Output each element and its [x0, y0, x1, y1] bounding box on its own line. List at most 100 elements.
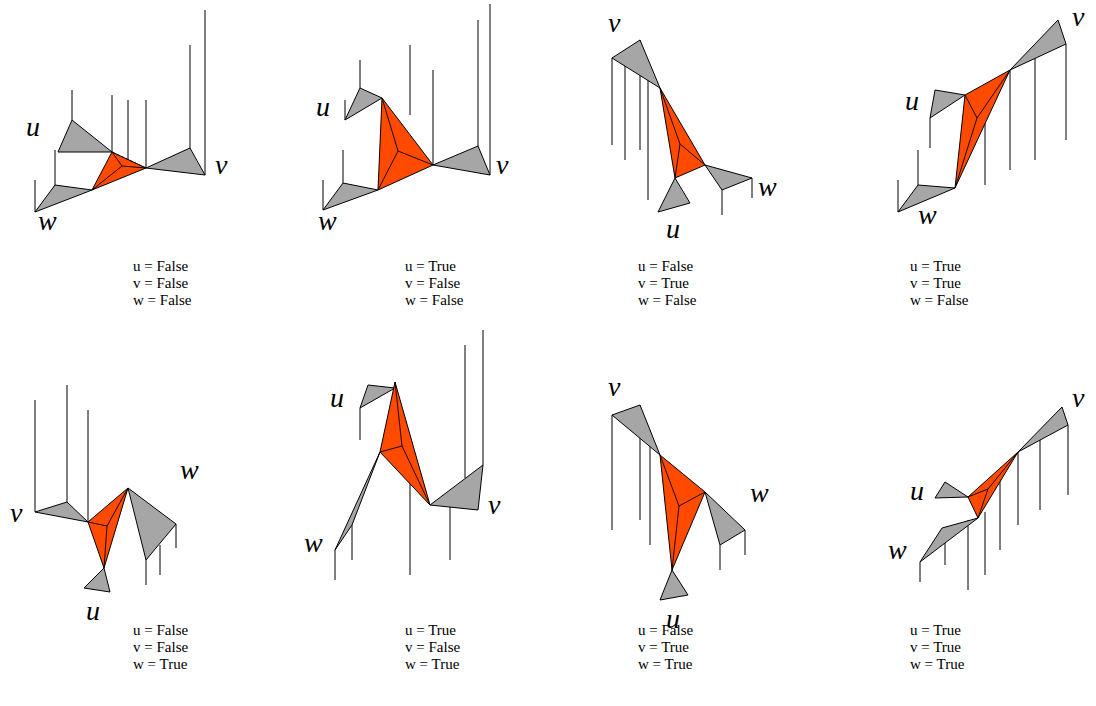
- orange-triangle: [378, 98, 433, 190]
- assignment-caption-box: u = False: [133, 622, 188, 639]
- grey-triangle: [705, 165, 752, 190]
- assignment-caption-box: v = True: [910, 639, 961, 656]
- assignment-caption-box: v = True: [638, 639, 689, 656]
- variable-label: v: [496, 149, 508, 180]
- assignment-caption: v = False: [133, 275, 188, 291]
- grey-triangle: [430, 465, 483, 510]
- variable-label-box: u: [316, 92, 330, 122]
- orange-triangle: [660, 88, 705, 178]
- variable-label: v: [1072, 382, 1084, 413]
- variable-label: v: [488, 489, 500, 520]
- grey-triangle: [128, 488, 176, 560]
- assignment-caption-box: v = False: [133, 275, 188, 292]
- grey-triangle: [433, 146, 490, 175]
- assignment-caption-box: w = True: [133, 656, 187, 673]
- assignment-caption-box: v = False: [133, 639, 188, 656]
- variable-label-box: u: [905, 86, 919, 116]
- grey-triangle: [58, 120, 112, 152]
- assignment-caption: w = True: [133, 656, 187, 672]
- gadget-panel: [35, 10, 205, 212]
- assignment-caption: v = False: [405, 639, 460, 655]
- grey-triangle: [660, 570, 688, 600]
- grey-triangle: [920, 518, 978, 562]
- vertical-line: [335, 330, 483, 580]
- assignment-caption-box: v = True: [910, 275, 961, 292]
- variable-label: w: [304, 527, 323, 558]
- vertical-line: [920, 425, 1068, 590]
- assignment-caption-box: u = True: [405, 258, 456, 275]
- variable-label: w: [918, 199, 937, 230]
- orange-triangle: [88, 488, 128, 568]
- variable-label-box: v: [608, 372, 620, 402]
- assignment-caption: w = False: [910, 292, 968, 308]
- variable-label: w: [180, 454, 199, 485]
- variable-label: w: [318, 205, 337, 236]
- inner-edge: [955, 70, 1010, 188]
- orange-triangle: [955, 70, 1010, 188]
- assignment-caption: u = True: [910, 258, 961, 274]
- orange-triangle: [380, 382, 430, 505]
- grey-triangle: [1018, 407, 1068, 452]
- variable-label: u: [905, 85, 919, 116]
- inner-edge: [660, 88, 705, 178]
- assignment-caption-box: u = False: [133, 258, 188, 275]
- variable-label: u: [26, 111, 40, 142]
- assignment-caption: v = True: [638, 639, 689, 655]
- gadget-panel: [920, 407, 1068, 590]
- assignment-caption-box: v = False: [405, 275, 460, 292]
- gadget-panel: [612, 405, 745, 600]
- assignment-caption: w = True: [638, 656, 692, 672]
- hidden-edge: [112, 152, 146, 168]
- assignment-caption: v = True: [910, 639, 961, 655]
- variable-label: u: [316, 91, 330, 122]
- grey-triangle: [35, 502, 88, 522]
- variable-label-box: u: [330, 383, 344, 413]
- grey-triangle: [345, 88, 382, 120]
- inner-edge: [380, 382, 430, 505]
- assignment-caption: w = False: [405, 292, 463, 308]
- assignment-caption: u = False: [133, 622, 188, 638]
- variable-label-box: v: [496, 150, 508, 180]
- variable-label-box: v: [10, 498, 22, 528]
- variable-label-box: w: [304, 528, 323, 558]
- variable-label: u: [330, 382, 344, 413]
- vertical-line: [35, 10, 205, 212]
- assignment-caption-box: v = True: [638, 275, 689, 292]
- gadget-panel: [612, 40, 752, 215]
- inner-edge: [92, 152, 146, 190]
- grey-triangle: [658, 178, 690, 212]
- grey-triangle: [1010, 20, 1066, 70]
- assignment-caption: w = True: [910, 656, 964, 672]
- inner-edge: [88, 488, 128, 568]
- assignment-caption: w = False: [638, 292, 696, 308]
- variable-label: v: [1072, 1, 1084, 32]
- gadget-panel: [323, 4, 490, 210]
- assignment-caption-box: w = True: [910, 656, 964, 673]
- variable-label-box: w: [318, 206, 337, 236]
- variable-label-box: v: [1072, 2, 1084, 32]
- variable-label: u: [86, 595, 100, 626]
- assignment-caption: w = True: [405, 656, 459, 672]
- variable-label-box: u: [26, 112, 40, 142]
- assignment-caption-box: w = False: [638, 292, 696, 309]
- variable-label: v: [608, 371, 620, 402]
- assignment-caption-box: w = True: [638, 656, 692, 673]
- gadget-panel: [898, 20, 1066, 212]
- inner-edge: [660, 455, 705, 570]
- assignment-caption: v = True: [910, 275, 961, 291]
- assignment-caption: v = False: [405, 275, 460, 291]
- assignment-caption: v = False: [133, 639, 188, 655]
- variable-label-box: u: [910, 476, 924, 506]
- gadget-panel: [335, 330, 483, 580]
- variable-label: u: [666, 213, 680, 244]
- variable-label-box: w: [758, 172, 777, 202]
- grey-triangle: [612, 40, 660, 88]
- variable-label-box: w: [918, 200, 937, 230]
- assignment-caption-box: u = False: [638, 258, 693, 275]
- assignment-caption: w = False: [133, 292, 191, 308]
- vertical-line: [323, 4, 490, 210]
- variable-label-box: w: [38, 206, 57, 236]
- variable-label-box: w: [750, 478, 769, 508]
- orange-triangle: [92, 152, 146, 190]
- assignment-caption-box: u = False: [638, 622, 693, 639]
